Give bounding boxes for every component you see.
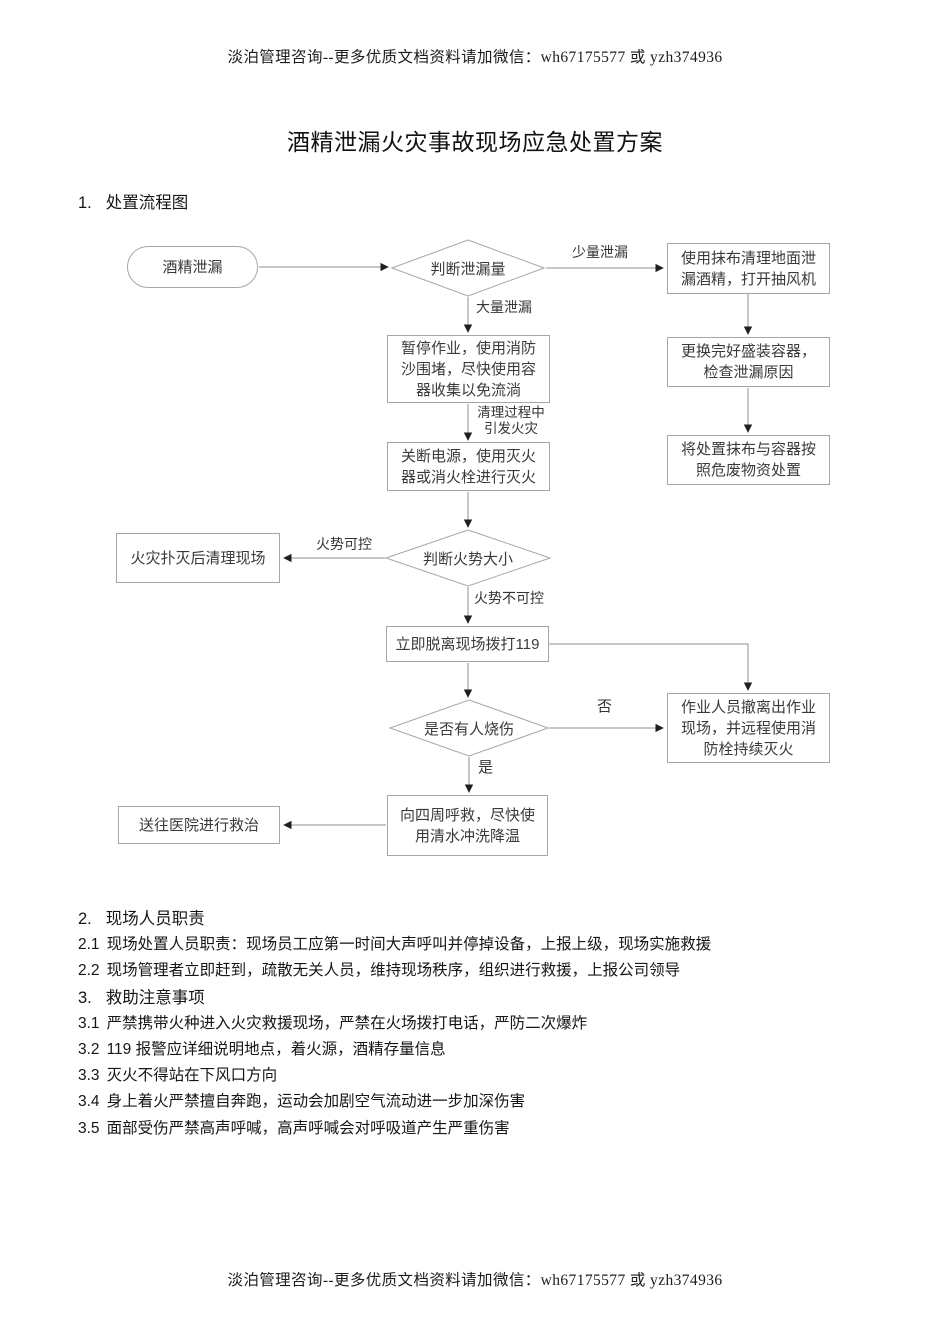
section-3-number: 3. <box>78 988 92 1007</box>
item-3-5-text: 面部受伤严禁高声呼喊，高声呼喊会对呼吸道产生严重伤害 <box>106 1119 510 1137</box>
node-judge-leak: 判断泄漏量 <box>430 260 506 278</box>
edge-call119-to-evacuate <box>549 643 753 691</box>
node-hospital: 送往医院进行救治 <box>118 806 280 844</box>
section-1-heading: 1. 处置流程图 <box>78 189 188 213</box>
item-2-2-number: 2.2 <box>78 962 100 980</box>
node-rinse-cool: 向四周呼救，尽快使用清水冲洗降温 <box>387 795 548 856</box>
item-3-3: 3.3 灭火不得站在下风口方向 <box>78 1063 888 1089</box>
edge-label-fire-during-clean: 清理过程中引发火灾 <box>477 405 545 436</box>
item-3-3-text: 灭火不得站在下风口方向 <box>106 1067 278 1085</box>
item-3-5-number: 3.5 <box>78 1119 100 1137</box>
section-2-title: 现场人员职责 <box>105 910 205 928</box>
edge-label-controllable: 火势可控 <box>316 536 372 552</box>
item-2-2-text: 现场管理者立即赶到，疏散无关人员，维持现场秩序，组织进行救援，上报公司领导 <box>106 962 681 980</box>
item-3-2: 3.2 119 报警应详细说明地点，着火源，酒精存量信息 <box>78 1037 888 1063</box>
item-3-1-number: 3.1 <box>78 1014 100 1032</box>
decision-judge-leak-shape <box>390 239 546 297</box>
node-judge-burn: 是否有人烧伤 <box>423 720 514 738</box>
edge-label-no: 否 <box>597 698 613 715</box>
section-2-heading: 2. 现场人员职责 <box>78 906 888 932</box>
item-3-2-text: 119 报警应详细说明地点，着火源，酒精存量信息 <box>106 1041 446 1059</box>
section-1-title: 处置流程图 <box>105 194 189 212</box>
item-3-5: 3.5 面部受伤严禁高声呼喊，高声呼喊会对呼吸道产生严重伤害 <box>78 1116 888 1142</box>
node-cut-power: 关断电源，使用灭火器或消火栓进行灭火 <box>387 442 550 491</box>
section-3-title: 救助注意事项 <box>105 988 205 1007</box>
node-evacuate: 作业人员撤离出作业现场，并远程使用消防栓持续灭火 <box>667 693 830 763</box>
section-2-number: 2. <box>78 910 92 928</box>
item-3-2-number: 3.2 <box>78 1041 100 1059</box>
item-3-4: 3.4 身上着火严禁擅自奔跑，运动会加剧空气流动进一步加深伤害 <box>78 1089 888 1115</box>
decision-judge-fire-shape <box>384 529 552 587</box>
body-text: 2. 现场人员职责 2.1 现场处置人员职责：现场员工应第一时间大声呼叫并停掉设备，… <box>78 906 888 1142</box>
edge-label-yes: 是 <box>478 759 494 776</box>
node-wipe-clean: 使用抹布清理地面泄漏酒精，打开抽风机 <box>667 243 830 294</box>
section-3-heading: 3. 救助注意事项 <box>78 985 888 1011</box>
item-3-4-number: 3.4 <box>78 1093 100 1111</box>
item-2-1-number: 2.1 <box>78 936 100 954</box>
item-2-1: 2.1 现场处置人员职责：现场员工应第一时间大声呼叫并停掉设备，上报上级，现场实施… <box>78 932 888 958</box>
decision-judge-burn-shape <box>388 699 550 757</box>
edge-label-uncontrollable: 火势不可控 <box>474 590 544 606</box>
page-header-watermark: 淡泊管理咨询--更多优质文档资料请加微信：wh67175577 或 yzh374… <box>227 49 723 66</box>
edge-label-small-leak: 少量泄漏 <box>572 244 628 260</box>
document-title: 酒精泄漏火灾事故现场应急处置方案 <box>287 129 663 155</box>
flowchart-connectors <box>259 239 753 830</box>
node-dispose-waste: 将处置抹布与容器按照危废物资处置 <box>667 435 830 485</box>
item-3-4-text: 身上着火严禁擅自奔跑，运动会加剧空气流动进一步加深伤害 <box>106 1093 526 1111</box>
section-1-number: 1. <box>78 194 92 212</box>
node-call-119: 立即脱离现场拨打119 <box>386 626 549 662</box>
edge-label-large-leak: 大量泄漏 <box>476 299 532 315</box>
page-footer-watermark: 淡泊管理咨询--更多优质文档资料请加微信：wh67175577 或 yzh374… <box>227 1272 723 1289</box>
item-2-2: 2.2 现场管理者立即赶到，疏散无关人员，维持现场秩序，组织进行救援，上报公司领导 <box>78 958 888 984</box>
node-judge-fire: 判断火势大小 <box>422 550 513 568</box>
item-2-1-text: 现场处置人员职责：现场员工应第一时间大声呼叫并停掉设备，上报上级，现场实施救援 <box>106 936 712 954</box>
node-replace-container: 更换完好盛装容器，检查泄漏原因 <box>667 337 830 387</box>
item-3-1: 3.1 严禁携带火种进入火灾救援现场，严禁在火场拨打电话，严防二次爆炸 <box>78 1011 888 1037</box>
item-3-1-text: 严禁携带火种进入火灾救援现场，严禁在火场拨打电话，严防二次爆炸 <box>106 1014 588 1032</box>
node-clean-scene: 火灾扑灭后清理现场 <box>116 533 280 583</box>
node-stop-work: 暂停作业，使用消防沙围堵，尽快使用容器收集以免流淌 <box>387 335 550 403</box>
flowchart: 酒精泄漏 判断泄漏量 使用抹布清理地面泄漏酒精，打开抽风机 更换完好盛装容器，检… <box>116 239 830 856</box>
node-start: 酒精泄漏 <box>127 246 258 288</box>
item-3-3-number: 3.3 <box>78 1067 100 1085</box>
